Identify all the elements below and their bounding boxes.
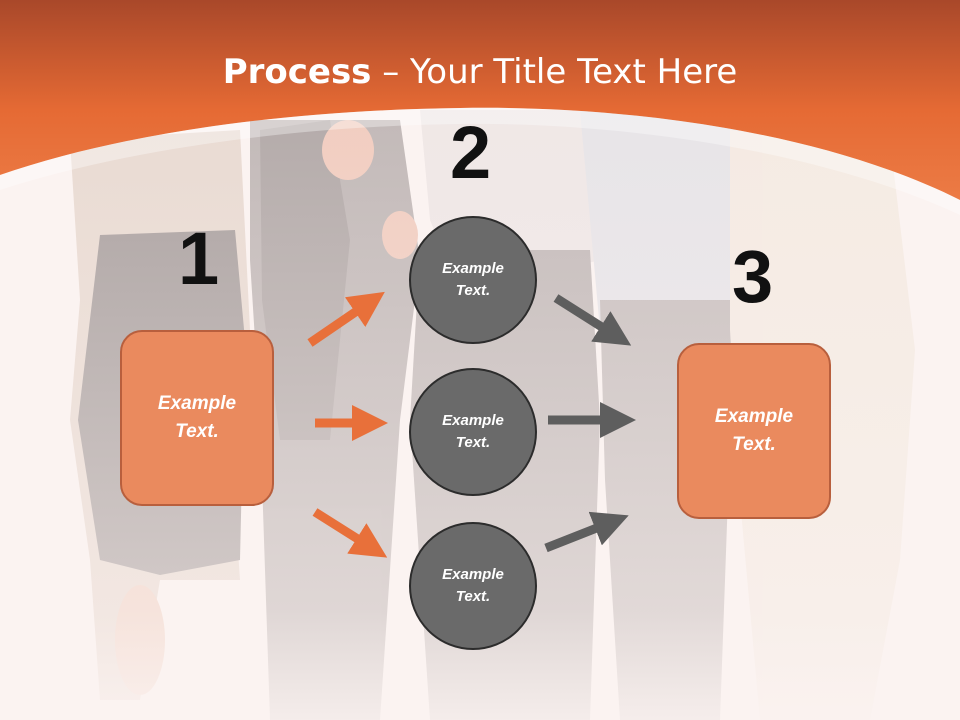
step-2-circle-middle: Example Text.: [409, 368, 537, 496]
title-rest-text: – Your Title Text Here: [371, 52, 738, 92]
step-2-circle-top-text: Example Text.: [442, 259, 504, 300]
slide-title: Process – Your Title Text Here: [0, 52, 960, 92]
step-2-circle-bottom-text: Example Text.: [442, 565, 504, 606]
step-3-text: Example Text.: [714, 405, 794, 456]
step-1-text: Example Text.: [157, 392, 237, 443]
step-2-circle-top: Example Text.: [409, 216, 537, 344]
step-2-circle-bottom: Example Text.: [409, 522, 537, 650]
step-3-box: Example Text.: [677, 343, 831, 519]
step-2-number: 2: [450, 111, 492, 194]
step-2-circle-middle-text: Example Text.: [442, 411, 504, 452]
step-1-box: Example Text.: [120, 330, 274, 506]
title-bold-text: Process: [222, 52, 372, 92]
step-3-number: 3: [732, 235, 774, 318]
step-1-number: 1: [178, 217, 220, 300]
